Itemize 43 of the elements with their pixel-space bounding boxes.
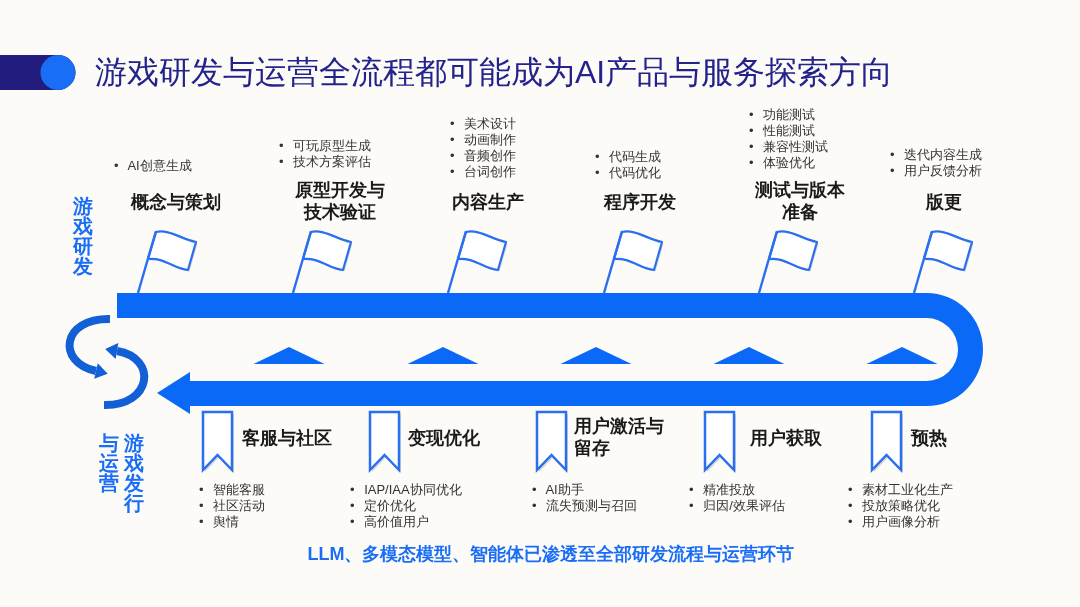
bullet-item: • 代码生成 xyxy=(595,149,662,165)
bullet-item: • 素材工业化生产 xyxy=(848,482,954,498)
stage-title: 用户激活与留存 xyxy=(574,415,665,459)
stage-title: 内容生产 xyxy=(452,191,524,213)
bullet-item: • 兼容性测试 xyxy=(749,139,829,155)
bullet-item: • 流失预测与召回 xyxy=(532,498,638,514)
bullet-item: • 社区活动 xyxy=(199,498,266,514)
bullet-item: • AI创意生成 xyxy=(114,158,192,174)
bullet-item: • 动画制作 xyxy=(450,132,517,148)
bullet-item: • 定价优化 xyxy=(350,498,417,514)
bullet-item: • 音频创作 xyxy=(450,148,517,164)
section-label: 游戏研发 xyxy=(73,196,93,276)
stage-title: 用户获取 xyxy=(750,427,822,449)
bullet-item: • 智能客服 xyxy=(199,482,266,498)
section-label: 游戏发行与运营 xyxy=(98,433,144,513)
bullet-item: • 美术设计 xyxy=(450,116,517,132)
bullet-item: • 用户画像分析 xyxy=(848,514,941,530)
stage-title: 原型开发与技术验证 xyxy=(294,179,386,223)
bullet-item: • 高价值用户 xyxy=(350,514,430,530)
stage-title: 测试与版本准备 xyxy=(754,179,846,223)
bullet-item: • 精准投放 xyxy=(689,482,756,498)
bullet-item: • 迭代内容生成 xyxy=(890,147,983,163)
bullet-item: • 用户反馈分析 xyxy=(890,163,983,179)
bullet-item: • 可玩原型生成 xyxy=(279,138,372,154)
bullet-item: • 台词创作 xyxy=(450,164,517,180)
bullet-item: • 技术方案评估 xyxy=(279,154,372,170)
bullet-item: • 功能测试 xyxy=(749,107,816,123)
stage-title: 概念与策划 xyxy=(131,191,221,213)
bullet-item: • 舆情 xyxy=(199,514,240,530)
bullet-item: • AI助手 xyxy=(532,482,584,498)
bullet-item: • 性能测试 xyxy=(749,123,816,139)
stage-title: 版更 xyxy=(926,191,962,213)
bullet-item: • 代码优化 xyxy=(595,165,662,181)
stage-title: 预热 xyxy=(911,427,947,449)
bullet-item: • 投放策略优化 xyxy=(848,498,941,514)
bullet-item: • 体验优化 xyxy=(749,155,816,171)
bullet-item: • 归因/效果评估 xyxy=(689,498,785,514)
page-title: 游戏研发与运营全流程都可能成为AI产品与服务探索方向 xyxy=(95,53,894,92)
stage-title: 程序开发 xyxy=(604,191,676,213)
bullet-item: • IAP/IAA协同优化 xyxy=(350,482,462,498)
stage-title: 变现优化 xyxy=(408,427,480,449)
stage-title: 客服与社区 xyxy=(242,427,332,449)
caption: LLM、多模态模型、智能体已渗透至全部研发流程与运营环节 xyxy=(307,543,795,566)
